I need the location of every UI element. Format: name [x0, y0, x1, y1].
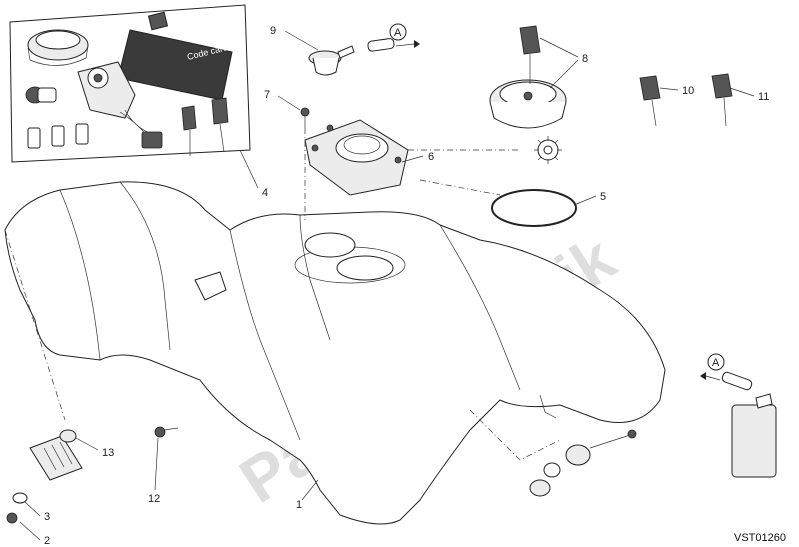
callout-13: 13 [102, 447, 114, 459]
callout-7: 7 [264, 89, 270, 101]
callout-3: 3 [44, 511, 50, 523]
arrow-ref-top: A [389, 23, 420, 48]
callout-leaders [19, 30, 755, 541]
drawing-code: VST01260 [734, 532, 786, 544]
ignition-kit-inset: Code card [9, 4, 251, 163]
fuel-cap [489, 25, 567, 129]
breather-canister: A [700, 353, 777, 478]
o-ring [491, 189, 577, 227]
screw-12 [154, 426, 179, 438]
key-11 [711, 73, 733, 127]
breather-fitting [308, 38, 395, 76]
callout-6: 6 [428, 151, 434, 163]
filler-flange [304, 119, 409, 196]
fuel-tank [4, 181, 666, 525]
callout-1: 1 [296, 499, 302, 511]
callout-4: 4 [262, 187, 268, 199]
callout-11: 11 [758, 91, 769, 103]
front-pad-hardware [6, 429, 83, 524]
callout-10: 10 [682, 85, 694, 97]
rear-mount-hardware [529, 429, 637, 497]
callout-9: 9 [270, 25, 276, 37]
screw-7 [300, 107, 310, 128]
arrow-ref-label-bottom: A [712, 357, 720, 369]
gear-icon [534, 136, 562, 164]
callout-12: 12 [148, 493, 160, 505]
callout-2: 2 [44, 535, 50, 547]
callout-5: 5 [600, 191, 606, 203]
arrow-ref-label-top: A [394, 27, 402, 39]
key-10 [639, 75, 661, 127]
callout-8: 8 [582, 53, 588, 65]
